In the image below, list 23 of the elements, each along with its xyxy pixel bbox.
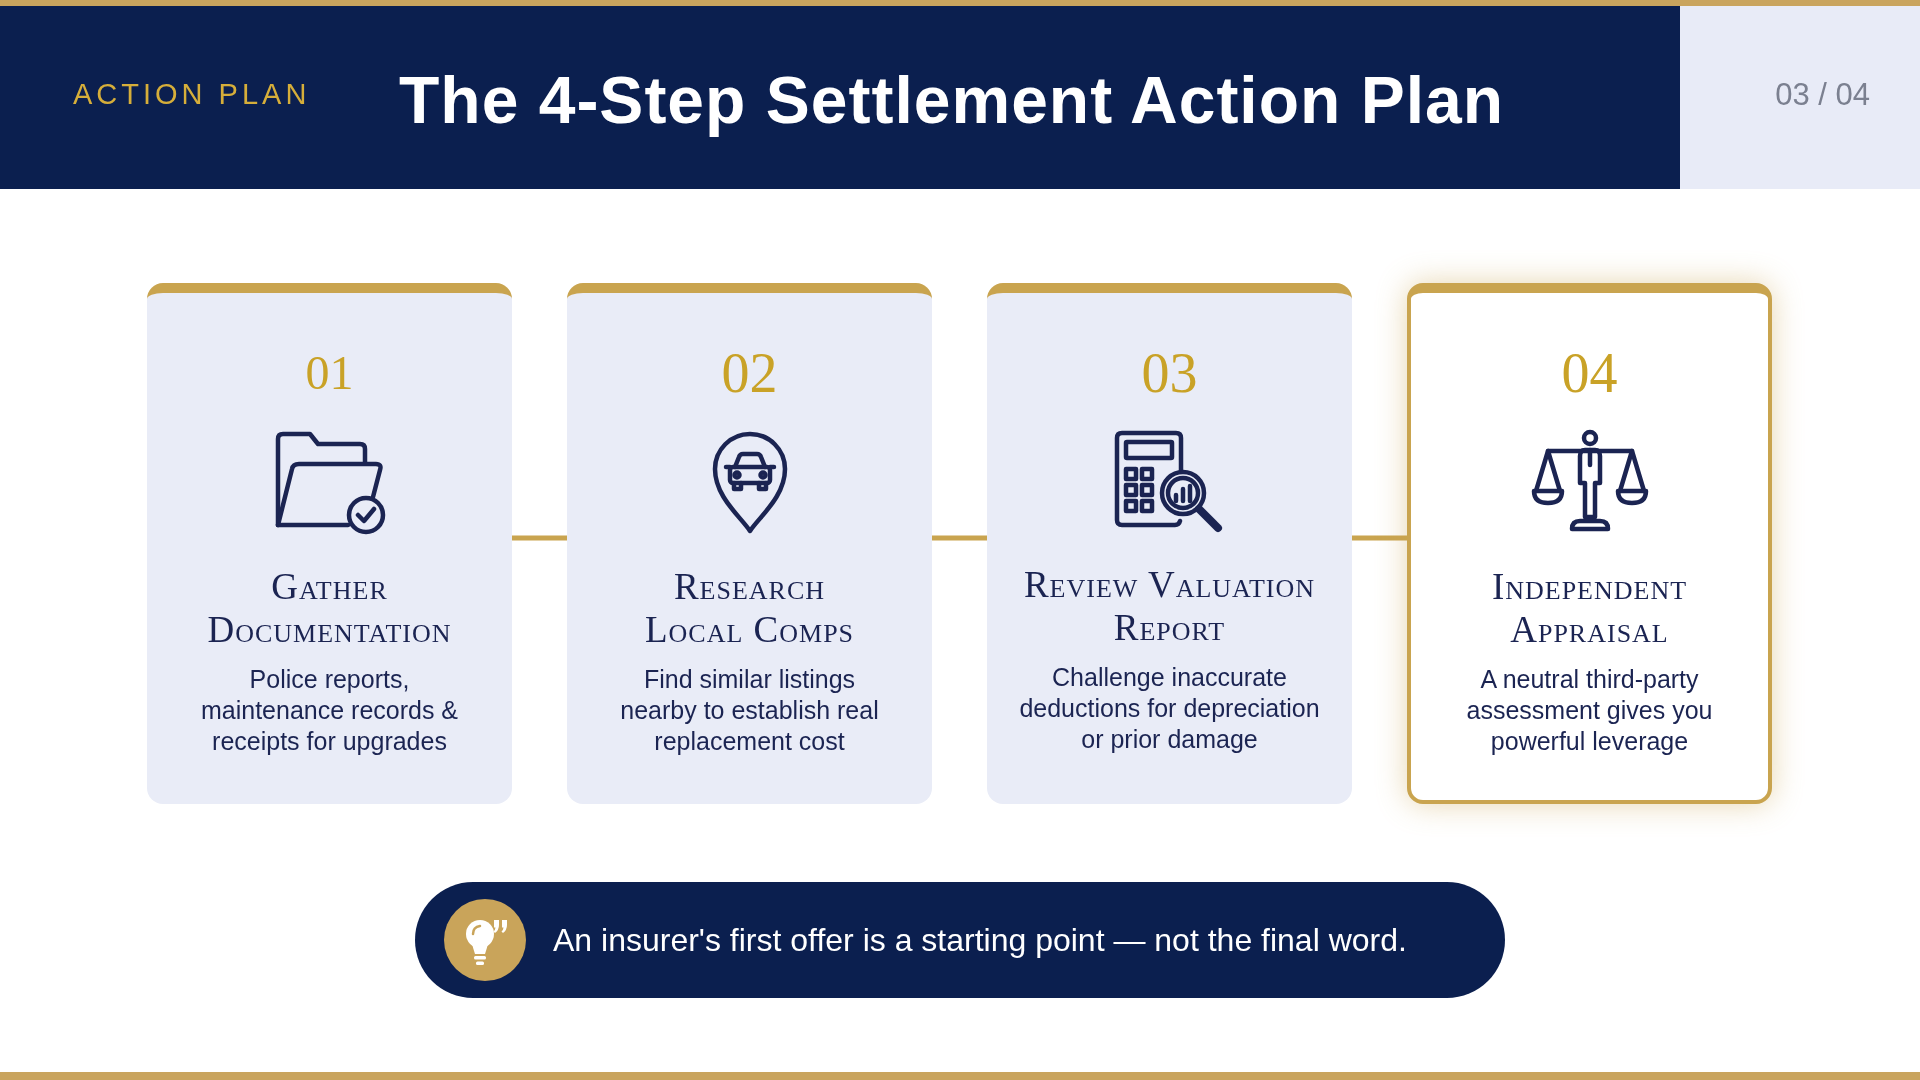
step-description: Police reports, maintenance records & receipts for upgrades — [199, 664, 460, 757]
step-description: Find similar listings nearby to establish real replacement cost — [619, 664, 880, 757]
step-description: A neutral third-party assessment gives you powerful leverage — [1465, 664, 1714, 757]
step-number: 01 — [305, 345, 354, 401]
step-number: 03 — [1141, 341, 1198, 406]
step-number: 02 — [721, 341, 778, 406]
connector-line — [512, 535, 567, 541]
connector-line — [932, 535, 987, 541]
banner-text: An insurer's first offer is a starting point — not the final word. — [553, 921, 1407, 959]
step-number: 04 — [1561, 341, 1618, 406]
highlighted-step-card — [1407, 283, 1772, 804]
step-card — [987, 283, 1352, 804]
step-title: Independent Appraisal — [1490, 565, 1689, 651]
step-title: Research Local Comps — [643, 565, 856, 651]
step-title: Review Valuation Report — [1022, 563, 1317, 649]
step-card — [567, 283, 932, 804]
step-description: Challenge inaccurate deductions for depreciation or prior damage — [1018, 662, 1321, 755]
section-label: ACTION PLAN — [73, 77, 311, 112]
connector-line — [1352, 535, 1407, 541]
step-title: Gather Documentation — [206, 565, 453, 651]
slide-title: The 4-Step Settlement Action Plan — [399, 62, 1505, 139]
page-counter: 03 / 04 — [1775, 76, 1870, 113]
step-card — [147, 283, 512, 804]
